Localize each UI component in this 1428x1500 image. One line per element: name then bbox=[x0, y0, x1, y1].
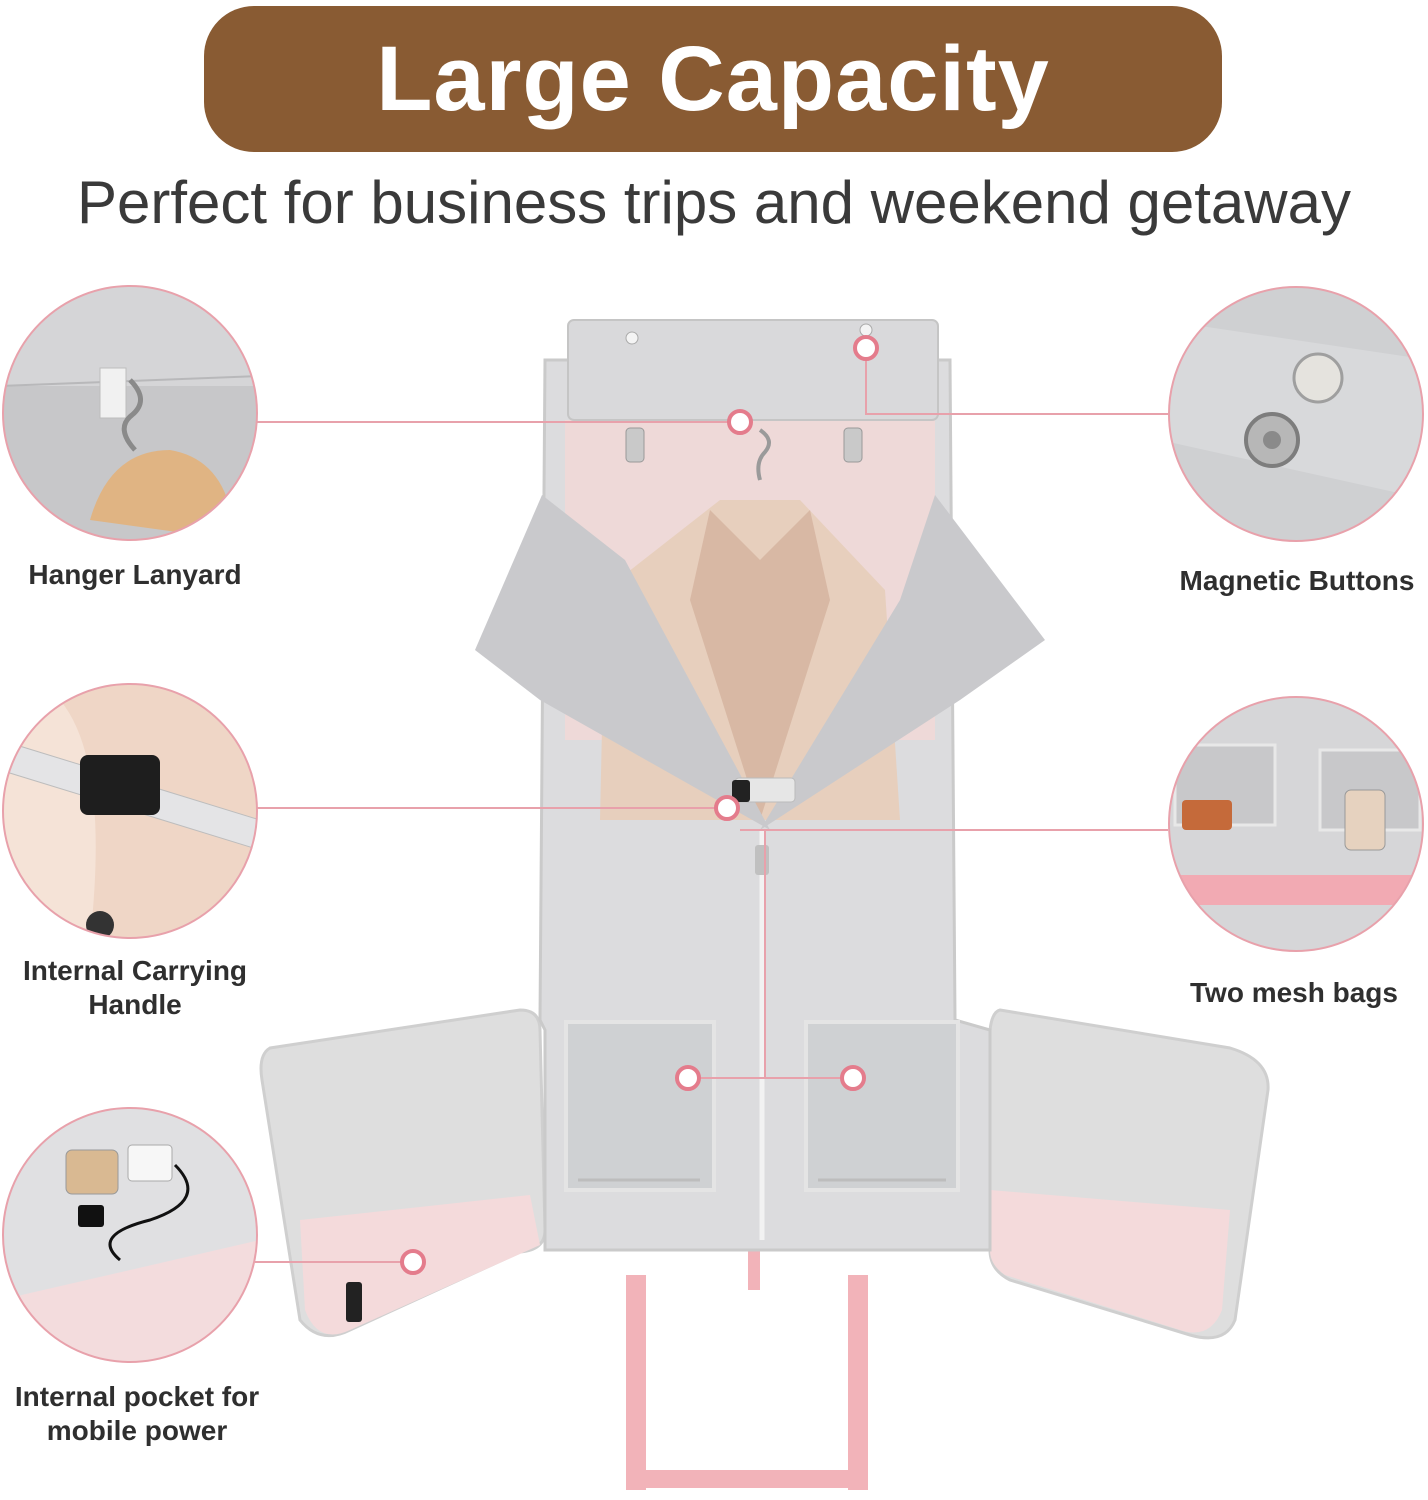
garment-bag bbox=[259, 319, 1270, 1490]
page-subtitle: Perfect for business trips and weekend g… bbox=[76, 169, 1352, 236]
pink-strap-left bbox=[626, 1275, 646, 1490]
connector-lines bbox=[255, 348, 1168, 1263]
buckle-icon bbox=[80, 755, 160, 815]
marker-mesh-left bbox=[675, 1065, 701, 1091]
marker-dots bbox=[400, 335, 879, 1275]
top-flap bbox=[567, 319, 939, 421]
detail-carrying-handle bbox=[2, 683, 258, 939]
power-bank-icon bbox=[127, 1144, 173, 1182]
phone-icon bbox=[65, 1149, 119, 1195]
marker-handle bbox=[714, 795, 740, 821]
right-pink-pocket bbox=[990, 1190, 1230, 1333]
magnet-icon bbox=[1292, 352, 1344, 404]
usb-port bbox=[346, 1282, 362, 1322]
wooden-hanger bbox=[90, 450, 235, 540]
feature-label-magnetic-buttons: Magnetic Buttons bbox=[1179, 565, 1415, 596]
marker-power bbox=[400, 1249, 426, 1275]
detail-magnetic-buttons bbox=[1168, 286, 1424, 542]
detail-hanger-lanyard bbox=[2, 285, 258, 541]
wallet-icon bbox=[1182, 800, 1232, 830]
pink-strap-right bbox=[848, 1275, 868, 1490]
mesh-pocket-right bbox=[804, 1020, 960, 1192]
pink-strap-bottom bbox=[626, 1470, 868, 1488]
flap-right bbox=[760, 495, 1045, 830]
flap-left bbox=[475, 495, 770, 830]
marker-mesh-right bbox=[840, 1065, 866, 1091]
marker-hanger bbox=[727, 409, 753, 435]
mesh-pocket-left bbox=[564, 1020, 716, 1192]
marker-magnet bbox=[853, 335, 879, 361]
detail-power-pocket bbox=[2, 1107, 258, 1363]
feature-label-hanger-lanyard: Hanger Lanyard bbox=[28, 559, 242, 590]
detail-mesh-bags bbox=[1168, 696, 1424, 952]
title-banner: Large Capacity bbox=[204, 6, 1222, 152]
feature-label-mesh-bags: Two mesh bags bbox=[1190, 977, 1398, 1008]
phone-icon-2 bbox=[1344, 789, 1386, 851]
page-title: Large Capacity bbox=[376, 27, 1050, 130]
feature-label-power-pocket: Internal pocket for mobile power bbox=[14, 1381, 260, 1446]
feature-label-carrying-handle: Internal Carrying Handle bbox=[22, 955, 248, 1020]
